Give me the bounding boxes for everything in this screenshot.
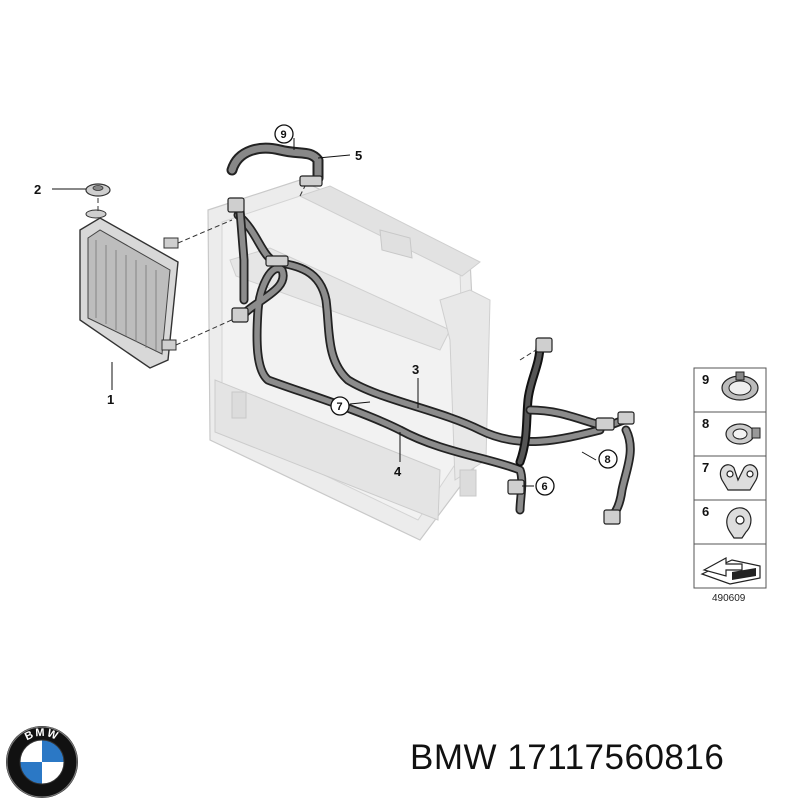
callout-4: 4	[394, 464, 402, 479]
assembly-lines	[97, 179, 545, 361]
oil-cooler	[79, 209, 179, 369]
legend-row-8: 8	[702, 416, 761, 445]
part-caption: BMW 17117560816	[410, 738, 724, 778]
hose-clamp-ring-icon	[721, 371, 759, 401]
callout-1: 1	[107, 392, 114, 407]
legend-row-9: 9	[702, 371, 759, 401]
callout-leaders	[52, 138, 597, 487]
svg-text:9: 9	[281, 129, 287, 141]
arrow-sheet-icon	[700, 556, 761, 585]
single-holder-clip-icon	[726, 507, 752, 539]
callout-2: 2	[34, 182, 41, 197]
circled-callout-7: 7	[330, 396, 350, 416]
callout-3: 3	[412, 362, 419, 377]
brand-logo: BMW	[4, 724, 80, 800]
callout-5: 5	[355, 148, 362, 163]
hose-clip-icon	[725, 423, 761, 445]
legend-row-6: 6	[702, 504, 752, 539]
svg-text:8: 8	[605, 454, 611, 466]
hose-connectors	[227, 175, 635, 525]
svg-text:7: 7	[702, 460, 709, 475]
legend-row-7: 7	[702, 460, 759, 491]
double-holder-clip-icon	[719, 464, 759, 491]
legend-row-arrow	[700, 556, 761, 585]
legend-panel: 9 8 7 6	[693, 367, 767, 589]
svg-text:BMW: BMW	[23, 727, 61, 743]
circled-callout-6: 6	[535, 476, 555, 496]
circled-callouts: 9 7 8 6	[274, 124, 618, 496]
svg-text:7: 7	[337, 401, 343, 413]
circled-callout-8: 8	[598, 449, 618, 469]
diagram-id-number: 490609	[712, 593, 746, 604]
svg-text:8: 8	[702, 416, 709, 431]
svg-text:9: 9	[702, 372, 709, 387]
circled-callout-9: 9	[274, 124, 294, 144]
svg-text:6: 6	[702, 504, 709, 519]
svg-text:6: 6	[542, 481, 548, 493]
brand-name: BMW	[410, 738, 498, 777]
callout-numbers: 1 2 3 4 5	[34, 148, 419, 479]
part-number: 17117560816	[507, 738, 725, 777]
bmw-roundel-icon: BMW	[6, 726, 78, 798]
grommet	[85, 183, 111, 197]
